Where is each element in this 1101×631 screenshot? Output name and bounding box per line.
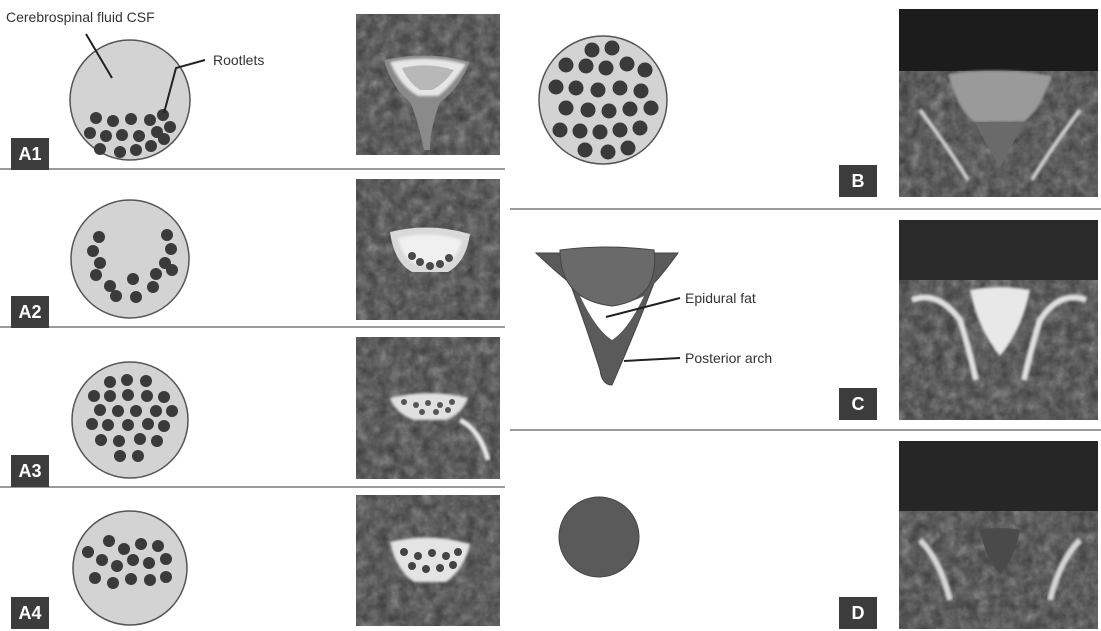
epidural-fat-label: Epidural fat bbox=[685, 290, 756, 306]
panel-c: Epidural fat Posterior arch C bbox=[536, 220, 1098, 420]
badge-b-text: B bbox=[852, 171, 865, 191]
badge-d-text: D bbox=[852, 603, 865, 623]
mri-image-a3 bbox=[356, 337, 500, 479]
mri-image-a1 bbox=[356, 14, 500, 155]
panel-a3: A3 bbox=[11, 337, 500, 487]
csf-label: Cerebrospinal fluid CSF bbox=[6, 9, 155, 25]
badge-a4-text: A4 bbox=[18, 603, 41, 623]
panel-a2: A2 bbox=[11, 179, 500, 328]
badge-c-text: C bbox=[852, 394, 865, 414]
panel-a4: A4 bbox=[11, 495, 500, 629]
posterior-arch-label: Posterior arch bbox=[685, 350, 772, 366]
mri-image-c bbox=[899, 220, 1098, 420]
mri-image-a4 bbox=[356, 495, 500, 626]
badge-a3-text: A3 bbox=[18, 461, 41, 481]
panel-b: B bbox=[539, 9, 1098, 197]
panel-d: D bbox=[559, 441, 1098, 629]
rootlets-label: Rootlets bbox=[213, 52, 264, 68]
mri-image-b bbox=[899, 9, 1098, 197]
badge-a2-text: A2 bbox=[18, 302, 41, 322]
dural-sac-a2 bbox=[71, 200, 189, 318]
mri-image-a2 bbox=[356, 179, 500, 320]
dural-sac-b bbox=[539, 36, 667, 164]
dural-sac-d bbox=[559, 497, 639, 577]
posterior-arch-pointer bbox=[624, 358, 680, 361]
dural-sac-a4 bbox=[73, 511, 187, 625]
panel-a1: Cerebrospinal fluid CSF Rootlets A1 bbox=[6, 9, 500, 170]
dural-sac-a1 bbox=[70, 40, 190, 160]
badge-a1-text: A1 bbox=[18, 144, 41, 164]
mri-image-d bbox=[899, 441, 1098, 629]
